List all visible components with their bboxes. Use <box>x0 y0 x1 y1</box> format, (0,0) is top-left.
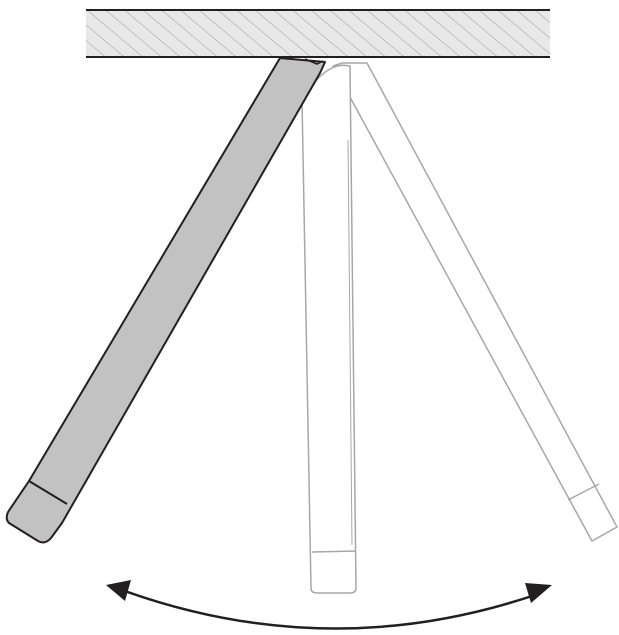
ghost-rod-center <box>301 64 357 594</box>
swing-motion-arrow <box>106 580 552 630</box>
arrowhead-right-icon <box>525 583 552 603</box>
ghost-rod-right <box>332 62 618 542</box>
ghost-rod-right-body <box>332 62 618 542</box>
ghost-rod-center-cap-line <box>311 550 357 553</box>
active-rod-left-body <box>5 57 326 544</box>
active-rod-left-pivot-bevel <box>304 58 324 65</box>
ceiling <box>86 9 550 58</box>
arrowhead-left-icon <box>106 580 131 601</box>
active-rod-left <box>5 57 326 544</box>
active-rod-left-cap-line <box>28 480 68 505</box>
swing-arc <box>121 588 539 630</box>
ceiling-hatch <box>86 10 550 57</box>
ghost-rod-center-groove <box>347 139 353 546</box>
ghost-rod-center-body <box>301 64 357 594</box>
ghost-rod-right-cap-line <box>567 483 600 501</box>
